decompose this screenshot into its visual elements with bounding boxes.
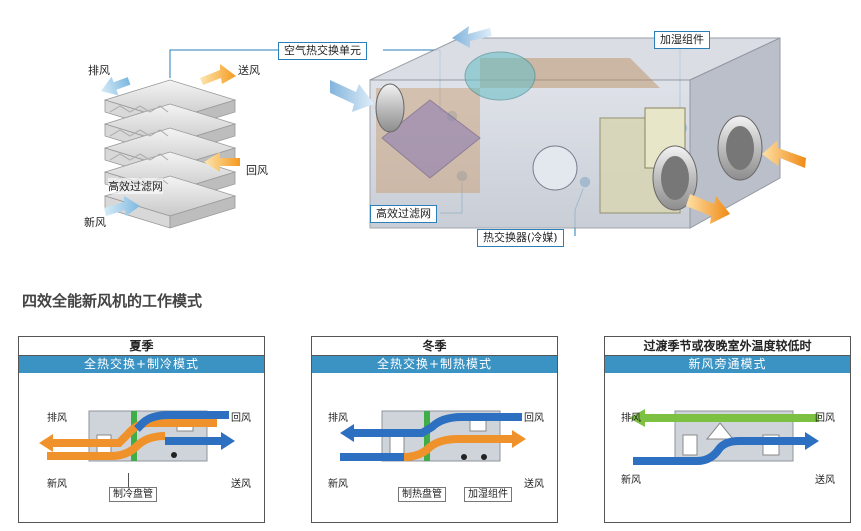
panel-subtitle: 全热交换+制热模式 <box>312 356 557 373</box>
exhaust-arrow <box>100 76 131 96</box>
winter-humidifier-tag: 加湿组件 <box>464 487 512 502</box>
mode-panel-winter: 冬季 全热交换+制热模式 排风 回风 新风 送风 制热盘管 加湿组件 <box>311 336 558 523</box>
bypass-fresh-air-label: 新风 <box>621 475 641 486</box>
callout-filter: 高效过滤网 <box>370 205 437 223</box>
panel-title: 夏季 <box>19 337 264 356</box>
panel-title: 冬季 <box>312 337 557 356</box>
panel-subtitle: 新风旁通模式 <box>605 356 850 373</box>
core-supply-label: 送风 <box>238 64 260 77</box>
winter-fresh-air-label: 新风 <box>328 479 348 490</box>
mode-panel-summer: 夏季 全热交换+制冷模式 排风 回风 新风 送风 制冷盘管 <box>18 336 265 523</box>
bypass-exhaust-label: 排风 <box>621 413 641 424</box>
summer-exhaust-label: 排风 <box>47 413 67 424</box>
mode-panel-bypass: 过渡季节或夜晚室外温度较低时 新风旁通模式 排风 回风 新风 送风 <box>604 336 851 523</box>
core-exhaust-label: 排风 <box>88 64 110 77</box>
winter-flow-diagram <box>340 410 526 462</box>
unit-exhaust-arrow <box>452 26 492 48</box>
callout-heat-exchanger-coil: 热交换器(冷媒) <box>477 229 564 247</box>
bypass-supply-label: 送风 <box>815 475 835 486</box>
winter-heating-coil-tag: 制热盘管 <box>398 487 446 502</box>
core-fresh-air-label: 新风 <box>84 216 106 229</box>
panel-title: 过渡季节或夜晚室外温度较低时 <box>605 337 850 356</box>
bypass-flow-diagram <box>629 409 819 465</box>
panel-subtitle: 全热交换+制冷模式 <box>19 356 264 373</box>
summer-cooling-coil-tag: 制冷盘管 <box>109 487 157 502</box>
unit-supply-arrow <box>686 194 730 224</box>
supply-arrow <box>200 64 236 85</box>
core-filter-label: 高效过滤网 <box>108 178 163 194</box>
callout-heat-exchange-unit: 空气热交换单元 <box>278 42 367 60</box>
summer-supply-label: 送风 <box>231 479 251 490</box>
fresh-air-arrow <box>104 196 140 216</box>
core-return-air-label: 回风 <box>246 164 268 177</box>
summer-flow-diagram <box>39 410 235 487</box>
bypass-return-air-label: 回风 <box>815 413 835 424</box>
callout-humidifier: 加湿组件 <box>654 31 710 49</box>
unit-intake-arrow <box>330 80 374 112</box>
return-air-arrow <box>204 152 240 172</box>
summer-fresh-air-label: 新风 <box>47 479 67 490</box>
summer-return-air-label: 回风 <box>231 413 251 424</box>
winter-exhaust-label: 排风 <box>328 413 348 424</box>
winter-supply-label: 送风 <box>524 479 544 490</box>
winter-return-air-label: 回风 <box>524 413 544 424</box>
section-title: 四效全能新风机的工作模式 <box>22 292 203 310</box>
unit-return-arrow <box>762 140 806 168</box>
